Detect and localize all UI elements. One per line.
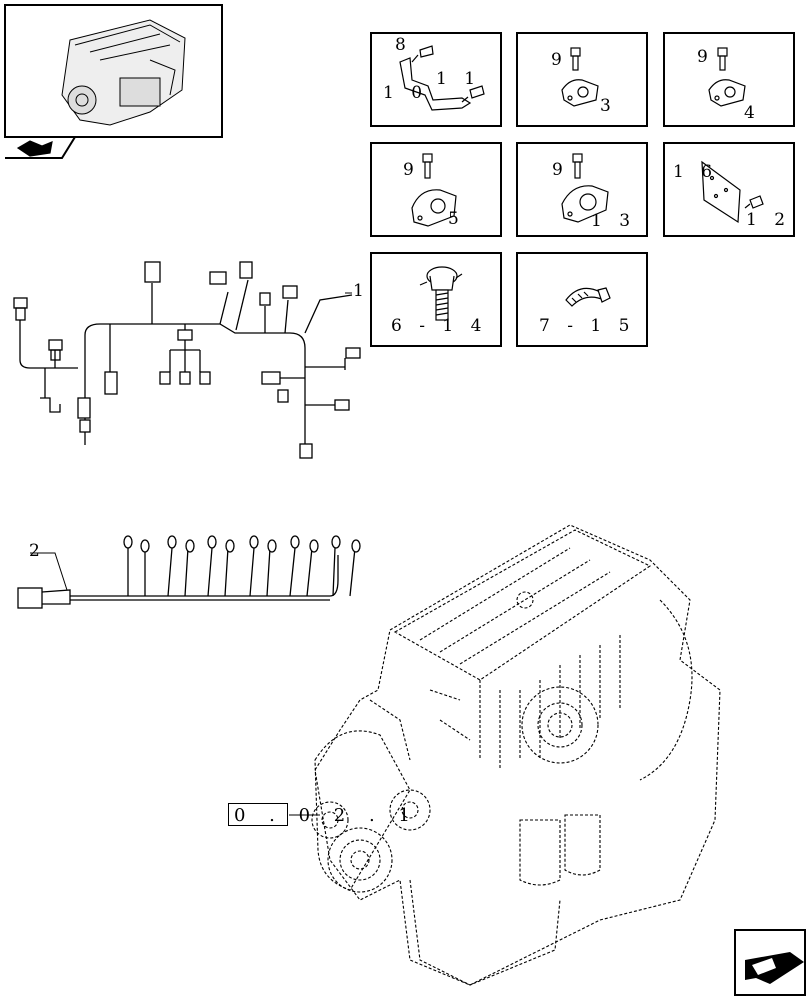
reference-code[interactable]: 0 . 0 2 . 1 <box>234 805 419 826</box>
nav-tab <box>5 136 77 159</box>
callout-3: 3 <box>600 96 617 116</box>
thumbnail-frame <box>4 4 223 138</box>
callout-6-14: 6 - 1 4 <box>391 316 488 336</box>
callout-2: 2 <box>29 541 46 561</box>
callout-8: 8 <box>395 35 412 55</box>
callout-9-box3: 9 <box>551 50 568 70</box>
clip-4-drawing <box>663 32 795 127</box>
callout-12: 1 2 <box>746 210 792 230</box>
callout-7-15: 7 - 1 5 <box>539 316 636 336</box>
clip-13-drawing <box>516 142 648 237</box>
reference-box[interactable] <box>228 803 288 826</box>
bracket-10-drawing <box>370 32 502 127</box>
callout-4: 4 <box>744 103 761 123</box>
hose-clamp-6-14-drawing <box>370 252 502 347</box>
clip-3-drawing <box>516 32 648 127</box>
next-page-frame <box>734 929 806 996</box>
callout-1: 1 <box>353 281 370 301</box>
harness-1-drawing <box>13 261 361 459</box>
callout-10: 1 0 <box>383 83 429 103</box>
callout-11: 1 1 <box>436 69 482 89</box>
leader-2 <box>30 552 68 591</box>
callout-9-box13: 9 <box>552 160 569 180</box>
callout-9-box5: 9 <box>403 160 420 180</box>
cable-tie-7-15-drawing <box>516 252 648 347</box>
clip-5-drawing <box>370 142 502 237</box>
next-page-arrow-icon <box>745 952 804 984</box>
engine-thumbnail-icon <box>61 19 186 126</box>
callout-9-box4: 9 <box>697 47 714 67</box>
plate-16-drawing <box>663 142 795 237</box>
callout-16: 1 6 <box>673 162 719 182</box>
callout-5: 5 <box>448 209 465 229</box>
book-page-icon <box>16 140 53 157</box>
harness-2-drawing <box>17 535 361 609</box>
callout-13: 1 3 <box>591 211 637 231</box>
engine-drawing <box>311 524 721 986</box>
